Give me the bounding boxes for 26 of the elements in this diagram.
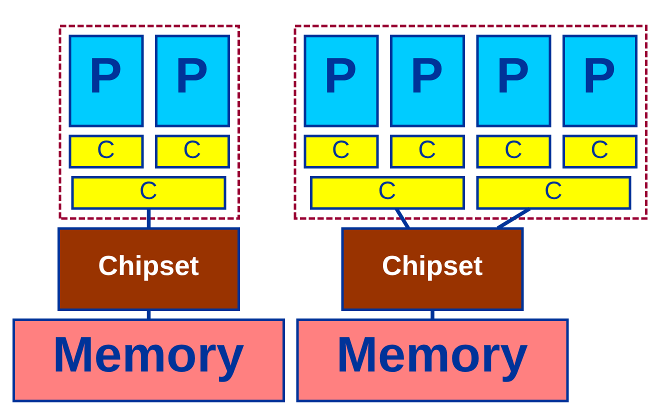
node-box: C [562, 134, 638, 168]
connector [146, 208, 151, 228]
node-box: C [71, 176, 226, 210]
node-box: P [562, 34, 638, 127]
node-box: C [310, 176, 465, 210]
node-box: Chipset [58, 226, 240, 310]
connector [430, 310, 434, 320]
node-box: C [68, 134, 144, 168]
node-box: C [390, 134, 465, 168]
cluster [294, 24, 648, 220]
cluster [58, 24, 240, 220]
node-box: P [68, 34, 144, 127]
node-box: Memory [12, 318, 285, 402]
node-box: P [476, 34, 552, 127]
node-box: C [304, 134, 379, 168]
connector [146, 310, 151, 320]
node-box: C [155, 134, 230, 168]
node-box: Chipset [341, 226, 524, 310]
node-box: P [390, 34, 465, 127]
node-box: P [155, 34, 230, 127]
connector [496, 206, 531, 230]
node-box: Memory [296, 318, 569, 402]
node-box: C [476, 176, 632, 210]
node-box: P [304, 34, 379, 127]
node-box: C [476, 134, 552, 168]
connector [394, 207, 410, 229]
